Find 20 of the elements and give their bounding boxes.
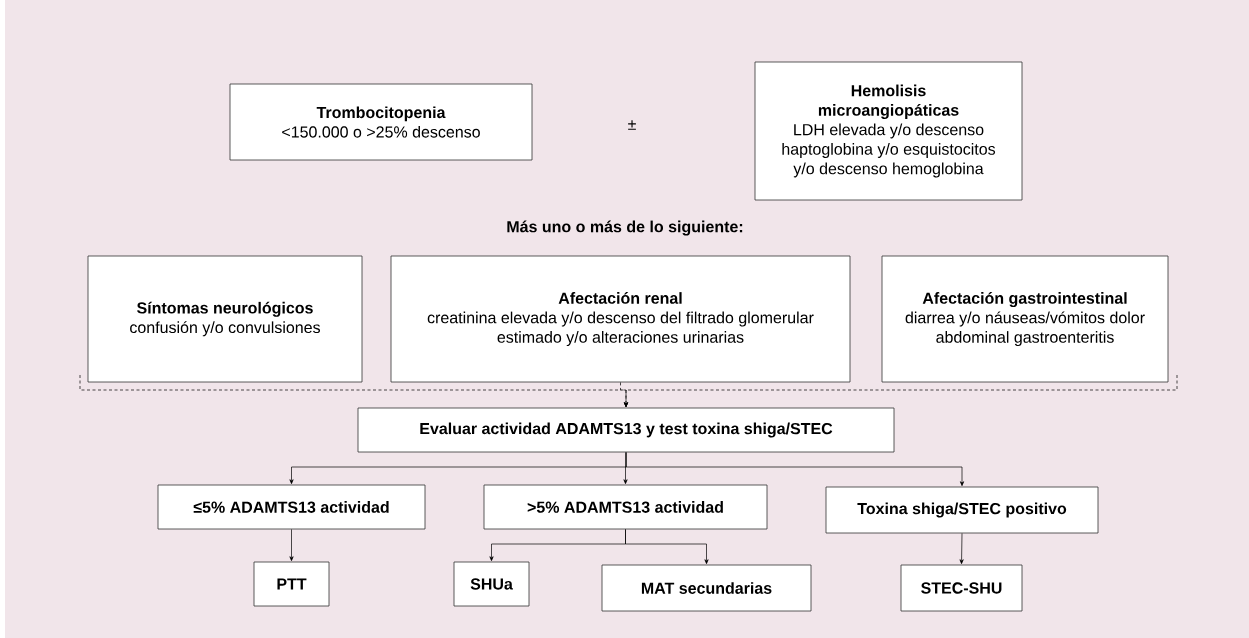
arrow	[625, 529, 709, 565]
arrow	[289, 529, 294, 562]
flowchart-box: Toxina shiga/STEC positivo	[825, 486, 1099, 534]
flowchart-box: Hemolisis microangiopáticas LDH elevada y/o descenso haptoglobina y/o esquistocitos y/o descenso hemoglobina	[754, 61, 1023, 201]
plus-minus-sign: ±	[628, 120, 636, 130]
flowchart-box: SHUa	[453, 561, 530, 607]
arrow	[625, 452, 965, 487]
flowchart-box: Afectación renal creatinina elevada y/o descenso del filtrado glomerular estimado y/o alteraciones urinarias	[390, 255, 851, 383]
flowchart-box: Trombocitopenia <150.000 o >25% descenso	[229, 83, 533, 161]
flowchart-box: ≤5% ADAMTS13 actividad	[157, 484, 426, 530]
flowchart-box: PTT	[253, 561, 330, 607]
arrow	[623, 374, 1178, 408]
arrow	[959, 533, 964, 565]
flowchart-box: Evaluar actividad ADAMTS13 y test toxina shiga/STEC	[357, 407, 895, 453]
flowchart-box: Síntomas neurológicos confusión y/o convulsiones	[87, 255, 363, 383]
flowchart-box: Afectación gastrointestinal diarrea y/o náuseas/vómitos dolor abdominal gastroenteritis	[881, 255, 1169, 383]
flowchart-box: STEC-SHU	[900, 564, 1023, 612]
flowchart-box: >5% ADAMTS13 actividad	[483, 484, 768, 530]
flowchart-box: MAT secundarias	[601, 564, 812, 612]
section-heading: Más uno o más de lo siguiente:	[507, 220, 743, 236]
